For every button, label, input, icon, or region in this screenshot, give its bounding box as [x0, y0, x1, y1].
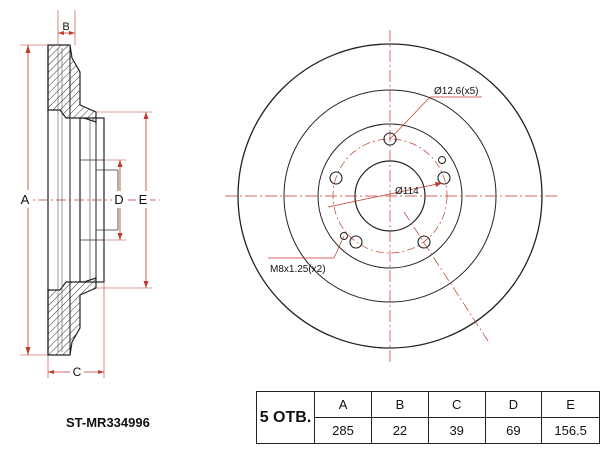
bolt-hole — [417, 235, 431, 249]
bolt-hole — [329, 171, 343, 185]
value-a: 285 — [313, 417, 373, 444]
holes-count-cell: 5 ОТВ. — [256, 391, 315, 444]
thread-label: M8x1.25(x2) — [270, 264, 326, 275]
side-section-view: A B C D E — [18, 10, 160, 379]
part-number: ST-MR334996 — [66, 415, 150, 430]
bolt-hole — [383, 132, 397, 146]
pcd-label: Ø114 — [395, 186, 419, 197]
bolt-holes — [329, 132, 451, 249]
front-view: Ø12.6(x5) Ø114 M8x1.25(x2) — [225, 30, 560, 362]
specs-table: 5 ОТВ. A B C D E 285 22 39 69 156.5 — [256, 391, 600, 444]
specs-value-row: 285 22 39 69 156.5 — [257, 417, 600, 444]
header-d: D — [484, 391, 543, 418]
bolt-hole — [437, 171, 451, 185]
bolt-hole — [349, 235, 363, 249]
dim-label-c: C — [73, 365, 82, 379]
dim-label-d: D — [114, 192, 123, 207]
section-bottom-flange — [47, 277, 97, 356]
section-top-flange — [47, 44, 97, 123]
threaded-holes — [340, 156, 446, 240]
value-d: 69 — [484, 417, 543, 444]
bolt-hole-label: Ø12.6(x5) — [434, 86, 478, 97]
value-c: 39 — [427, 417, 486, 444]
value-e: 156.5 — [541, 417, 600, 444]
dim-label-a: A — [21, 192, 30, 207]
threaded-hole — [438, 156, 446, 164]
value-b: 22 — [371, 417, 429, 444]
dim-label-e: E — [139, 192, 148, 207]
dim-label-b: B — [62, 21, 69, 33]
header-b: B — [371, 391, 429, 418]
header-a: A — [313, 391, 373, 418]
header-c: C — [427, 391, 486, 418]
header-e: E — [541, 391, 600, 418]
threaded-hole — [340, 232, 348, 240]
specs-header-row: 5 ОТВ. A B C D E — [256, 391, 600, 444]
